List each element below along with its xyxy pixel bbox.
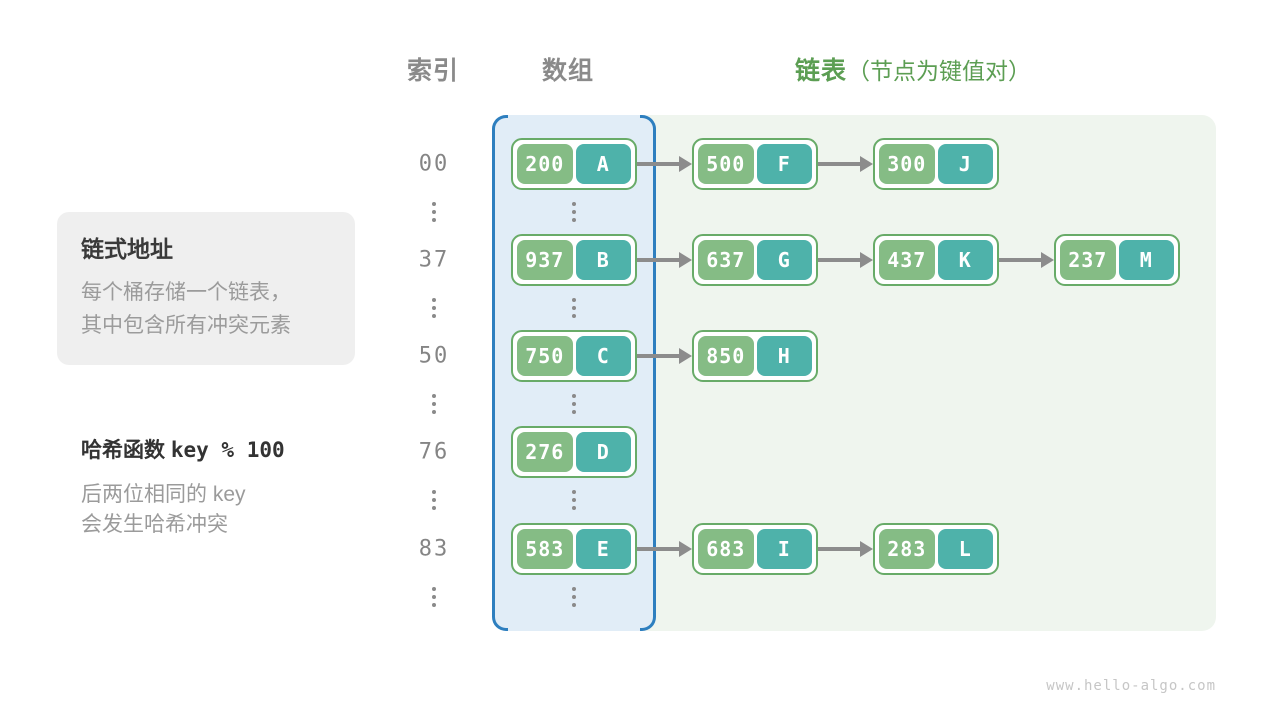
vertical-ellipsis-icon xyxy=(572,490,576,510)
arrow-shaft xyxy=(637,162,683,166)
arrow-head xyxy=(860,156,873,172)
info-box-line-2: 其中包含所有冲突元素 xyxy=(81,314,291,337)
hash-function-note: 哈希函数 key % 100 后两位相同的 key 会发生哈希冲突 xyxy=(81,434,381,540)
arrow-head xyxy=(679,348,692,364)
vertical-ellipsis-icon xyxy=(572,202,576,222)
node-key: 583 xyxy=(517,529,573,569)
arrow-head xyxy=(679,156,692,172)
list-column-header: 链表（节点为键值对） xyxy=(795,51,1031,87)
node-key: 237 xyxy=(1060,240,1116,280)
hash-note-line-1: 后两位相同的 key xyxy=(81,483,246,506)
node-value: G xyxy=(756,240,812,280)
vertical-ellipsis-icon xyxy=(572,394,576,414)
node-key: 500 xyxy=(698,144,754,184)
node-value: E xyxy=(575,529,631,569)
arrow-shaft xyxy=(999,258,1045,262)
node-value: C xyxy=(575,336,631,376)
vertical-ellipsis-icon xyxy=(572,298,576,318)
node-value: L xyxy=(937,529,993,569)
next-pointer-arrow-icon xyxy=(999,252,1054,268)
index-column-header: 索引 xyxy=(406,57,460,85)
array-left-bracket xyxy=(492,115,508,631)
node-key: 300 xyxy=(879,144,935,184)
node-key: 283 xyxy=(879,529,935,569)
vertical-ellipsis-icon xyxy=(432,490,436,510)
arrow-head xyxy=(679,252,692,268)
node-value: H xyxy=(756,336,812,376)
bucket-index-label: 50 xyxy=(418,343,450,369)
node-value: I xyxy=(756,529,812,569)
watermark: www.hello-algo.com xyxy=(1046,678,1216,694)
vertical-ellipsis-icon xyxy=(432,394,436,414)
bucket-index-label: 37 xyxy=(418,247,450,273)
next-pointer-arrow-icon xyxy=(818,541,873,557)
array-column-header: 数组 xyxy=(541,57,595,85)
node-value: F xyxy=(756,144,812,184)
vertical-ellipsis-icon xyxy=(432,298,436,318)
node-key: 750 xyxy=(517,336,573,376)
node-key: 200 xyxy=(517,144,573,184)
node-value: J xyxy=(937,144,993,184)
chaining-info-box: 链式地址 每个桶存储一个链表， 其中包含所有冲突元素 xyxy=(57,212,355,365)
next-pointer-arrow-icon xyxy=(637,541,692,557)
info-box-title: 链式地址 xyxy=(81,236,173,262)
node-value: M xyxy=(1118,240,1174,280)
node-key: 637 xyxy=(698,240,754,280)
list-header-note: （节点为键值对） xyxy=(847,58,1032,84)
node-key: 937 xyxy=(517,240,573,280)
hash-function-title: 哈希函数 key % 100 xyxy=(81,434,381,464)
arrow-shaft xyxy=(637,354,683,358)
arrow-head xyxy=(860,541,873,557)
arrow-shaft xyxy=(818,547,864,551)
arrow-head xyxy=(860,252,873,268)
node-value: K xyxy=(937,240,993,280)
next-pointer-arrow-icon xyxy=(818,156,873,172)
next-pointer-arrow-icon xyxy=(637,348,692,364)
info-box-line-1: 每个桶存储一个链表， xyxy=(81,281,291,304)
hash-note-line-2: 会发生哈希冲突 xyxy=(81,513,228,536)
node-key: 850 xyxy=(698,336,754,376)
vertical-ellipsis-icon xyxy=(432,587,436,607)
hash-function-label: 哈希函数 xyxy=(81,439,165,462)
node-value: B xyxy=(575,240,631,280)
array-right-bracket xyxy=(640,115,656,631)
node-key: 683 xyxy=(698,529,754,569)
next-pointer-arrow-icon xyxy=(637,156,692,172)
arrow-head xyxy=(1041,252,1054,268)
vertical-ellipsis-icon xyxy=(572,587,576,607)
arrow-shaft xyxy=(818,162,864,166)
list-header-label: 链表 xyxy=(795,57,848,85)
arrow-head xyxy=(679,541,692,557)
node-value: D xyxy=(575,432,631,472)
bucket-index-label: 76 xyxy=(418,439,450,465)
next-pointer-arrow-icon xyxy=(818,252,873,268)
next-pointer-arrow-icon xyxy=(637,252,692,268)
arrow-shaft xyxy=(637,258,683,262)
bucket-index-label: 83 xyxy=(418,536,450,562)
vertical-ellipsis-icon xyxy=(432,202,436,222)
bucket-index-label: 00 xyxy=(418,151,450,177)
node-key: 437 xyxy=(879,240,935,280)
hash-function-formula: key % 100 xyxy=(170,438,285,462)
arrow-shaft xyxy=(637,547,683,551)
node-value: A xyxy=(575,144,631,184)
node-key: 276 xyxy=(517,432,573,472)
arrow-shaft xyxy=(818,258,864,262)
